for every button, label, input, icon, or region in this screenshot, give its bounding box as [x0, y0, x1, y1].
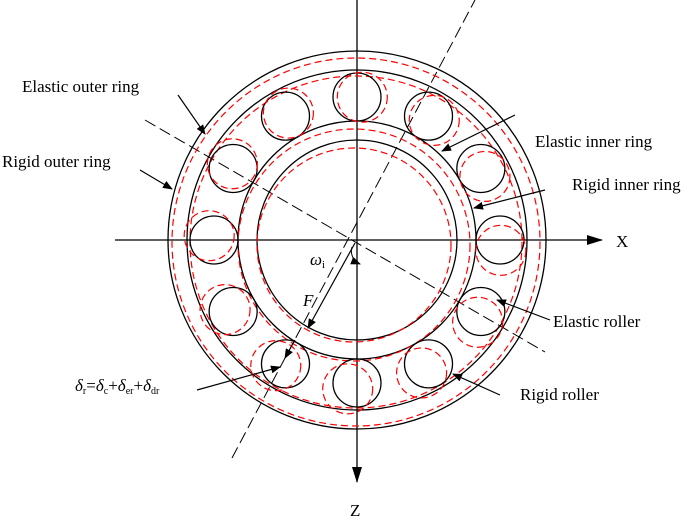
rigid-roller	[403, 339, 454, 389]
rigid-outer-ring-inner	[186, 69, 528, 411]
force-label: F	[302, 291, 314, 310]
rigid-roller	[189, 215, 239, 265]
elastic-roller	[475, 224, 527, 276]
elastic-roller	[336, 71, 388, 123]
axis-x-label: X	[616, 232, 628, 251]
rigid-roller	[208, 286, 258, 337]
label-rigid-outer-ring: Rigid outer ring	[2, 152, 111, 171]
force-arrow	[307, 242, 356, 329]
pointer-rigid-outer-ring	[139, 169, 173, 190]
label-rigid-inner-ring: Rigid inner ring	[572, 175, 681, 194]
load-line	[231, 0, 476, 459]
pointer-rigid-inner-ring	[473, 189, 546, 210]
rigid-roller	[332, 358, 382, 408]
elastic-roller	[452, 296, 504, 348]
deformation-equation: δr=δc+δer+δdr	[75, 376, 160, 397]
rigid-roller	[208, 143, 258, 194]
rigid-roller	[456, 143, 506, 194]
elastic-roller	[183, 210, 235, 262]
pointer-elastic-roller	[496, 299, 551, 321]
elastic-outer-ring-outer	[171, 57, 541, 427]
rigid-roller	[456, 286, 506, 337]
elastic-inner-ring-bore	[256, 147, 452, 343]
axis-z-label: Z	[350, 501, 360, 520]
rigid-roller	[260, 339, 311, 389]
rigid-roller	[260, 91, 311, 141]
elastic-roller	[199, 283, 251, 336]
pointer-elastic-outer-ring	[177, 94, 206, 135]
elastic-roller	[322, 363, 374, 415]
elastic-roller	[250, 340, 302, 392]
label-rigid-roller: Rigid roller	[520, 385, 599, 404]
label-elastic-inner-ring: Elastic inner ring	[535, 132, 653, 151]
rigid-outer-ring-outer	[167, 50, 547, 430]
elastic-roller	[206, 138, 258, 190]
pointer-elastic-inner-ring	[441, 114, 516, 152]
deformation-pointer	[196, 365, 281, 391]
rotation-arrow	[350, 246, 361, 265]
pointer-rigid-roller	[452, 373, 501, 396]
label-elastic-roller: Elastic roller	[553, 312, 641, 331]
deformation-pointer-2	[284, 339, 296, 359]
elastic-roller	[262, 87, 315, 139]
elastic-roller	[408, 94, 460, 146]
elastic-roller	[459, 150, 511, 203]
omega-label: ωi	[310, 250, 325, 271]
rigid-roller	[403, 91, 454, 141]
label-elastic-outer-ring: Elastic outer ring	[22, 77, 140, 96]
elastic-roller	[395, 347, 448, 399]
